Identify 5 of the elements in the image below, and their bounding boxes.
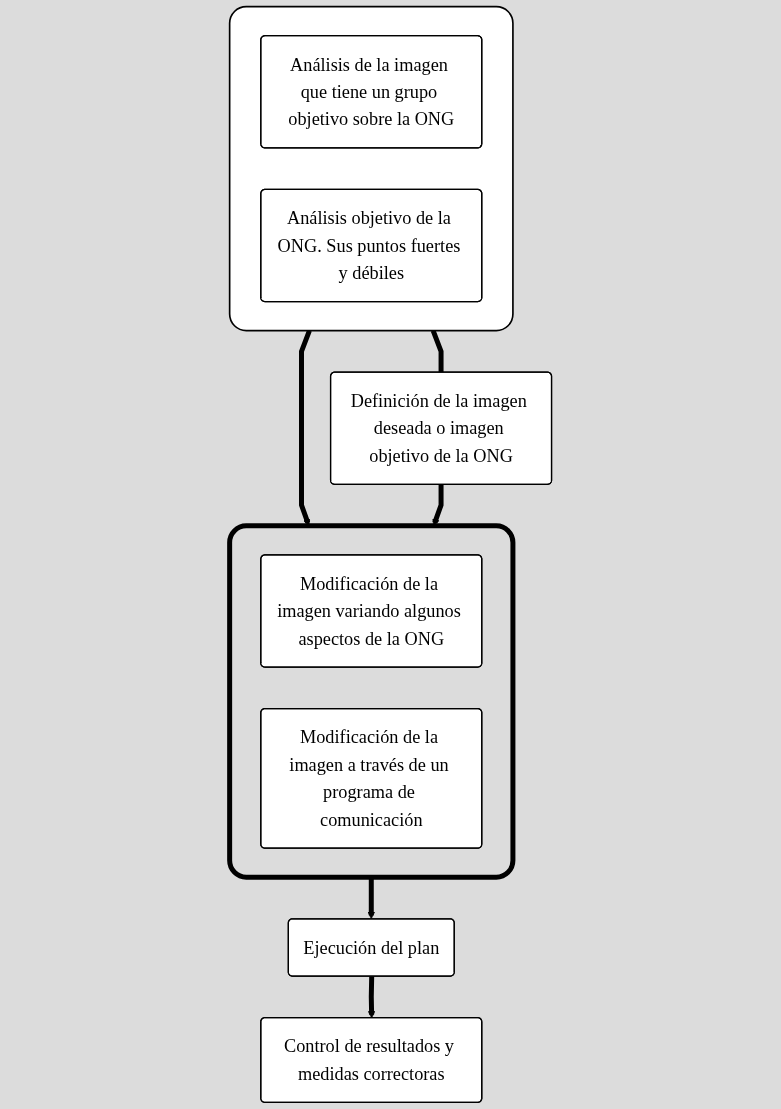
arrow (367, 976, 376, 1019)
cluster (227, 523, 516, 880)
connector (430, 329, 444, 373)
cluster (228, 5, 514, 332)
arrow (367, 877, 375, 920)
